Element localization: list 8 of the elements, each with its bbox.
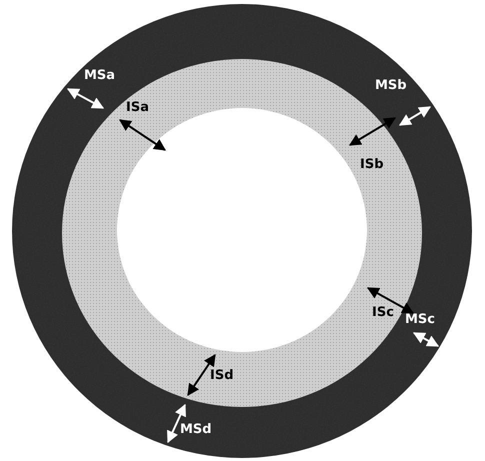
dimension-label: MSd xyxy=(180,422,212,437)
dimension-label: MSb xyxy=(375,78,407,93)
dimension-label: MSa xyxy=(84,68,116,83)
dimension-label: ISb xyxy=(360,157,384,172)
dimension-label: ISc xyxy=(372,305,394,320)
dimension-label: ISa xyxy=(126,100,149,115)
dimension-label: ISd xyxy=(210,368,234,383)
dimension-label: MSc xyxy=(405,312,436,327)
